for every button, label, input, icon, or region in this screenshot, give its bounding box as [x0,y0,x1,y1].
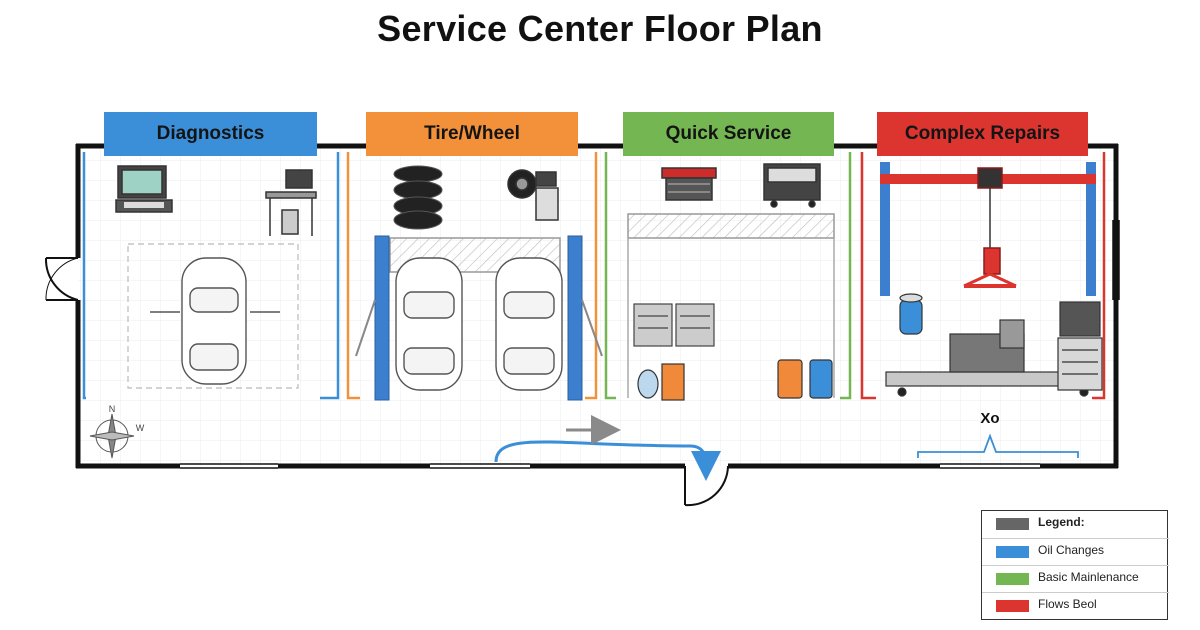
zone-label-complex-repairs: Complex Repairs [877,112,1088,156]
legend-swatch-red [996,600,1029,612]
flow-arrow-blue [494,440,721,481]
legend-title-swatch [996,518,1029,530]
bottom-door [684,465,729,507]
diagnostic-computer-icon [115,165,173,213]
legend-item-label: Flows Beol [1038,597,1097,611]
legend-item-label: Basic Mainlenance [1038,570,1139,584]
zone-label-tire-wheel: Tire/Wheel [366,112,578,156]
wheel-balancer-icon [507,169,559,221]
legend-item: Oil Changes [982,538,1169,563]
fluid-containers-icon [777,359,833,399]
tire-stack-icon [393,165,443,230]
vacuum-icon [899,293,923,335]
zone-label-diagnostics: Diagnostics [104,112,317,156]
legend-title: Legend: [1038,515,1085,529]
parts-cabinet-icon [763,163,821,208]
legend-swatch-green [996,573,1029,585]
quick-service-bay [627,238,835,398]
bay-marker-label: Xo [980,410,1000,427]
diagnostic-cart-icon [1057,301,1103,391]
oil-bottles-icon [637,363,685,401]
car-lift-right-icon [495,257,563,391]
zone-label-quick-service: Quick Service [623,112,834,156]
windows [180,220,1120,469]
page-title: Service Center Floor Plan [377,8,823,49]
tool-cart-icon [661,167,717,201]
engine-block-icon [885,319,1101,397]
lift-arms [355,299,603,357]
car-diagnostics-icon [150,257,280,385]
car-lift-left-icon [395,257,463,391]
workstation-desk-icon [265,169,317,236]
vehicle-lift-icon [374,235,583,401]
outer-walls [75,143,1119,469]
legend-item: Flows Beol [982,592,1169,617]
legend: Legend: Oil Changes Basic Mainlenance Fl… [981,510,1169,620]
legend-title-row: Legend: [982,511,1169,536]
bay-bracket [917,433,1079,458]
diagnostic-bay-outline [127,243,299,389]
compass-west-label: W [136,423,145,433]
legend-swatch-blue [996,546,1029,558]
compass-rose-icon [89,413,135,459]
left-door [44,257,79,301]
engine-hoist-icon [963,167,1017,288]
legend-item-label: Oil Changes [1038,543,1105,557]
zone-dividers [82,152,1106,400]
tool-drawers-icon [633,303,715,347]
quick-service-canopy [627,213,835,239]
legend-item: Basic Mainlenance [982,565,1169,590]
compass-north-label: N [109,404,116,414]
